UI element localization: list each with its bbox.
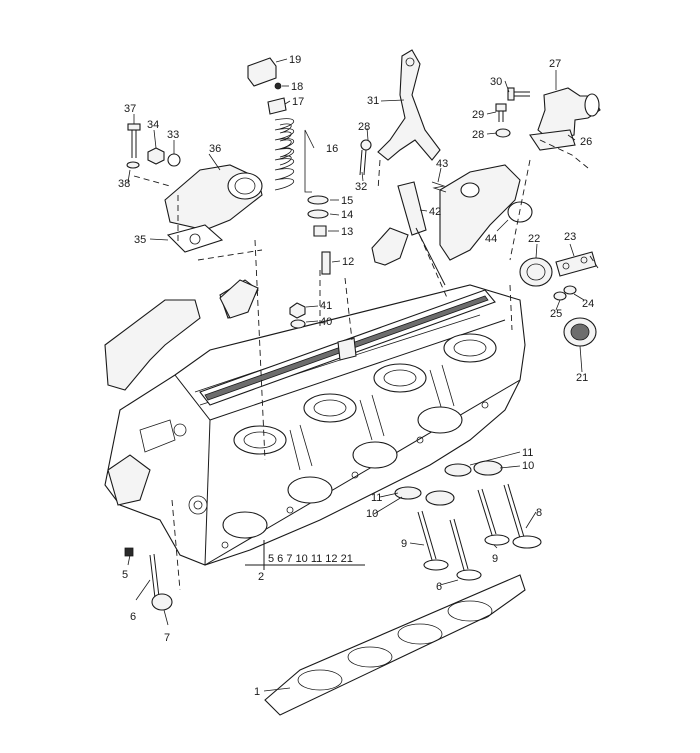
- callout-13: 13: [341, 226, 353, 238]
- elbow-fittings: [219, 227, 409, 319]
- bracket-clip: [337, 337, 357, 361]
- callout-36: 36: [209, 143, 221, 155]
- callout-25: 25: [550, 308, 562, 320]
- intake-flange-36: [164, 164, 263, 231]
- callout-15: 15: [341, 195, 353, 207]
- callout-12: 12: [342, 256, 354, 268]
- callout-10-right: 10: [522, 460, 534, 472]
- nuts-40-41: [289, 302, 306, 329]
- callout-14: 14: [341, 209, 353, 221]
- thermostat-housing-27: [529, 87, 601, 151]
- valve-spring-assembly: [247, 57, 331, 275]
- callout-6-left: 6: [130, 611, 136, 623]
- callout-41: 41: [320, 300, 332, 312]
- stud-nut-5-6: [124, 547, 160, 599]
- callout-16: 16: [326, 143, 338, 155]
- seal-ring-7: [151, 593, 173, 611]
- callout-9-right: 9: [492, 553, 498, 565]
- callout-21: 21: [576, 372, 588, 384]
- plate-23: [555, 251, 597, 277]
- callout-19: 19: [289, 54, 301, 66]
- callout-33: 33: [167, 129, 179, 141]
- callout-11-left: 11: [371, 492, 382, 504]
- callout-5: 5: [122, 569, 128, 581]
- callout-28-right: 28: [472, 129, 484, 141]
- callout-24: 24: [582, 298, 594, 310]
- callout-32: 32: [355, 181, 367, 193]
- callout-6-bottom: 6: [436, 581, 442, 593]
- seal-22: [519, 257, 553, 287]
- callout-40: 40: [320, 316, 332, 328]
- group-2-refs: 5 6 7 10 11 12 21: [268, 553, 353, 565]
- callout-17: 17: [292, 96, 304, 108]
- guide-lines: [133, 139, 599, 591]
- callout-28-center: 28: [358, 121, 370, 133]
- head-gasket: [264, 574, 526, 716]
- callout-30: 30: [490, 76, 502, 88]
- small-parts-33-34-37-38: [126, 123, 181, 169]
- callout-38: 38: [118, 178, 130, 190]
- valves: [417, 483, 542, 581]
- plug-21: [563, 317, 597, 347]
- callout-10-left: 10: [366, 508, 378, 520]
- callout-22: 22: [528, 233, 540, 245]
- spring-43: [431, 181, 447, 193]
- callout-44: 44: [485, 233, 497, 245]
- bolt-32: [359, 139, 372, 176]
- callout-11-right: 11: [522, 447, 533, 459]
- callout-34: 34: [147, 119, 159, 131]
- callout-43: 43: [436, 158, 448, 170]
- washers-24-25: [553, 285, 577, 301]
- exhaust-manifold-44: [439, 164, 533, 261]
- callout-27: 27: [549, 58, 561, 70]
- gasket-35: [166, 224, 224, 253]
- callout-8: 8: [536, 507, 542, 519]
- bracket-31: [377, 49, 441, 161]
- callout-1: 1: [254, 686, 260, 698]
- callout-18: 18: [291, 81, 303, 93]
- callout-35: 35: [134, 234, 146, 246]
- callout-29: 29: [472, 109, 484, 121]
- callout-7: 7: [164, 632, 170, 644]
- callout-23: 23: [564, 231, 576, 243]
- callout-26: 26: [580, 136, 592, 148]
- callout-37: 37: [124, 103, 136, 115]
- callout-labels: 1 2 5 6 7 10 11 12 21 5 6 7 8 9 9 6 10 1…: [118, 54, 594, 698]
- callout-2: 2: [258, 571, 264, 583]
- callout-31: 31: [367, 95, 379, 107]
- group-bracket-2: [245, 540, 365, 570]
- bolts-28-30: [495, 87, 530, 138]
- leader-lines: [127, 58, 585, 692]
- callout-9-left: 9: [401, 538, 407, 550]
- valve-seals: [394, 460, 503, 506]
- callout-42: 42: [429, 206, 441, 218]
